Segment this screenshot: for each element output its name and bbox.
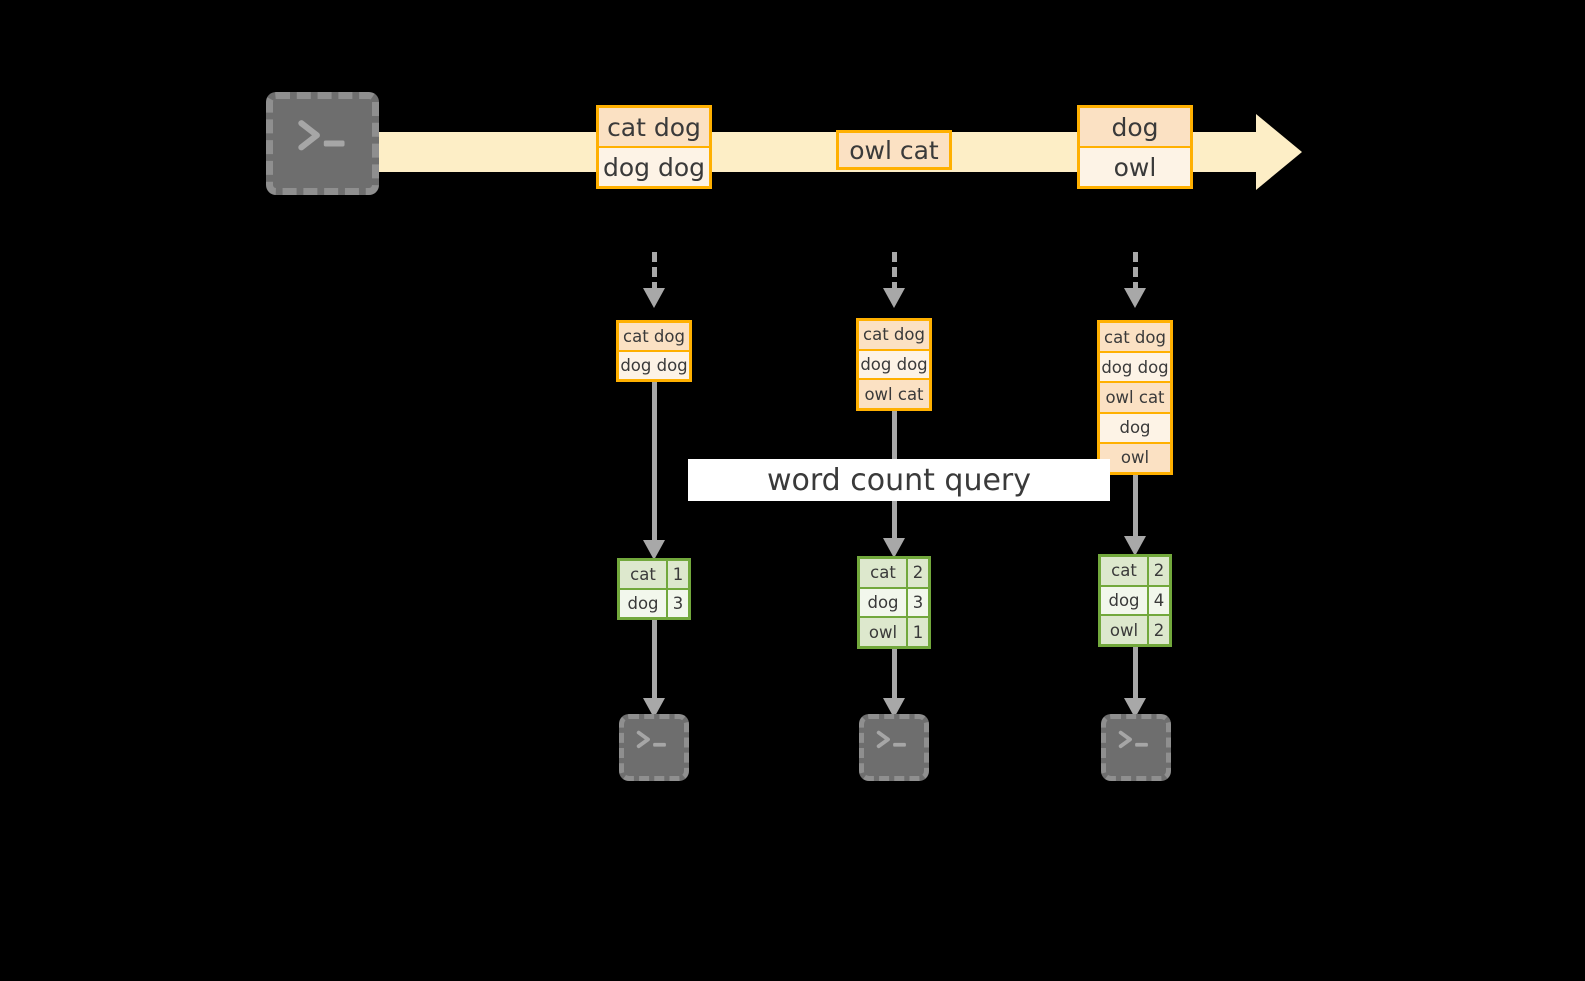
snapshot-2-accumulated-table[interactable]: cat dog dog dog owl cat: [856, 318, 932, 411]
query-label: word count query: [688, 459, 1110, 501]
stream-message-2-line-1: owl cat: [839, 133, 949, 167]
snapshot-3-row-4: dog: [1100, 413, 1170, 444]
snapshot-3-result-word-2: dog: [1101, 586, 1149, 615]
snapshot-1-result-count-1: 1: [668, 561, 688, 588]
result-1-to-consumer-line: [652, 620, 657, 705]
snapshot-3-row-1: cat dog: [1100, 323, 1170, 354]
snapshot-3-to-result-line: [1133, 475, 1138, 545]
snapshot-2-result-count-3: 1: [908, 618, 928, 647]
stream-message-3-line-2: owl: [1080, 148, 1190, 186]
stream-arrowhead: [1256, 114, 1302, 190]
table-row: dog 3: [860, 588, 928, 619]
snapshot-2-result-table[interactable]: cat 2 dog 3 owl 1: [857, 556, 931, 649]
consumer-terminal-icon-3[interactable]: [1101, 714, 1171, 781]
consumer-terminal-icon-1[interactable]: [619, 714, 689, 781]
snapshot-3-result-word-3: owl: [1101, 616, 1149, 645]
snapshot-1-to-result-arrowhead: [643, 540, 665, 560]
snapshot-3-row-5: owl: [1100, 443, 1170, 473]
result-2-to-consumer-arrowhead: [883, 698, 905, 718]
snapshot-1-result-word-2: dog: [620, 590, 668, 617]
query-label-text: word count query: [766, 462, 1032, 498]
table-row: cat 2: [860, 559, 928, 589]
result-3-to-consumer-line: [1133, 647, 1138, 705]
snapshot-1-to-result-line: [652, 382, 657, 547]
stream-to-snapshot-1-line: [652, 252, 657, 292]
snapshot-3-result-word-1: cat: [1101, 557, 1149, 585]
snapshot-3-result-count-3: 2: [1149, 616, 1169, 645]
snapshot-1-result-table[interactable]: cat 1 dog 3: [617, 558, 691, 620]
snapshot-2-row-3: owl cat: [859, 380, 929, 409]
snapshot-2-result-count-2: 3: [908, 588, 928, 617]
snapshot-3-result-count-1: 2: [1149, 557, 1169, 585]
stream-to-snapshot-3-arrowhead: [1124, 288, 1146, 308]
table-row: dog 3: [620, 590, 688, 617]
result-1-to-consumer-arrowhead: [643, 698, 665, 718]
stream-to-snapshot-2-arrowhead: [883, 288, 905, 308]
snapshot-3-result-table[interactable]: cat 2 dog 4 owl 2: [1098, 554, 1172, 647]
result-3-to-consumer-arrowhead: [1124, 698, 1146, 718]
snapshot-3-row-3: owl cat: [1100, 383, 1170, 414]
snapshot-3-row-2: dog dog: [1100, 353, 1170, 384]
table-row: owl 1: [860, 618, 928, 647]
snapshot-2-result-word-3: owl: [860, 618, 908, 647]
snapshot-3-result-count-2: 4: [1149, 586, 1169, 615]
terminal-prompt-glyph: [636, 730, 666, 749]
snapshot-1-row-1: cat dog: [619, 323, 689, 352]
result-2-to-consumer-line: [892, 649, 897, 705]
snapshot-2-result-count-1: 2: [908, 559, 928, 587]
snapshot-3-to-result-arrowhead: [1124, 536, 1146, 556]
stream-to-snapshot-2-line: [892, 252, 897, 292]
table-row: dog 4: [1101, 586, 1169, 617]
snapshot-3-accumulated-table[interactable]: cat dog dog dog owl cat dog owl: [1097, 320, 1173, 475]
snapshot-2-result-word-2: dog: [860, 588, 908, 617]
stream-message-1[interactable]: cat dog dog dog: [596, 105, 712, 189]
table-row: cat 1: [620, 561, 688, 590]
snapshot-2-to-result-arrowhead: [883, 538, 905, 558]
snapshot-1-result-count-2: 3: [668, 590, 688, 617]
table-row: owl 2: [1101, 616, 1169, 645]
snapshot-1-result-word-1: cat: [620, 561, 668, 588]
producer-terminal-icon[interactable]: [266, 92, 379, 195]
stream-to-snapshot-1-arrowhead: [643, 288, 665, 308]
stream-message-1-line-1: cat dog: [599, 108, 709, 148]
consumer-terminal-icon-2[interactable]: [859, 714, 929, 781]
snapshot-2-row-2: dog dog: [859, 350, 929, 381]
table-row: cat 2: [1101, 557, 1169, 587]
stream-message-2[interactable]: owl cat: [836, 130, 952, 170]
stream-to-snapshot-3-line: [1133, 252, 1138, 292]
terminal-prompt-glyph: [876, 730, 906, 749]
snapshot-2-row-1: cat dog: [859, 321, 929, 351]
stream-message-1-line-2: dog dog: [599, 148, 709, 186]
stream-message-3-line-1: dog: [1080, 108, 1190, 148]
terminal-prompt-glyph: [298, 120, 345, 151]
snapshot-1-accumulated-table[interactable]: cat dog dog dog: [616, 320, 692, 382]
stream-message-3[interactable]: dog owl: [1077, 105, 1193, 189]
snapshot-2-result-word-1: cat: [860, 559, 908, 587]
snapshot-1-row-2: dog dog: [619, 352, 689, 379]
terminal-prompt-glyph: [1118, 730, 1148, 749]
